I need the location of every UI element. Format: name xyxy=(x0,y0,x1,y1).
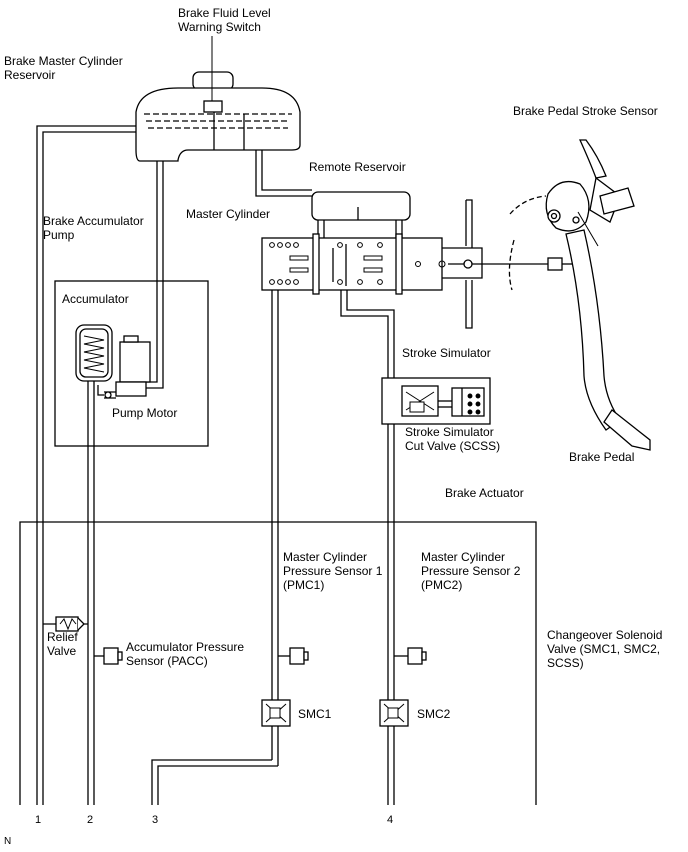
remote-to-cylinder-lines xyxy=(317,220,403,238)
brake-pedal xyxy=(448,139,651,451)
master-cylinder-to-smc2-line xyxy=(340,290,395,805)
label-fluid-level-switch: Brake Fluid Level Warning Switch xyxy=(178,6,271,34)
label-accumulator-pump: Brake Accumulator Pump xyxy=(43,214,144,242)
label-remote-reservoir: Remote Reservoir xyxy=(309,160,406,174)
master-cylinder-seals xyxy=(269,242,446,285)
label-pacc: Accumulator Pressure Sensor (PACC) xyxy=(126,640,245,668)
corner-mark: N xyxy=(4,836,12,847)
label-master-reservoir: Brake Master Cylinder Reservoir xyxy=(4,54,123,82)
label-changeover-valve: Changeover Solenoid Valve (SMC1, SMC2, S… xyxy=(547,628,663,670)
label-accumulator: Accumulator xyxy=(62,292,129,306)
accumulator-box xyxy=(54,280,209,447)
label-brake-pedal: Brake Pedal xyxy=(569,450,635,464)
reservoir-line-1 xyxy=(36,125,136,805)
label-pump-motor: Pump Motor xyxy=(112,406,178,420)
label-stroke-simulator: Stroke Simulator xyxy=(402,346,491,360)
pump-motor xyxy=(104,335,151,399)
label-smc2: SMC2 xyxy=(417,707,451,721)
label-pmc2: Master Cylinder Pressure Sensor 2 (PMC2) xyxy=(421,550,521,592)
relief-valve xyxy=(43,616,88,632)
accumulator xyxy=(75,324,113,382)
master-cylinder xyxy=(261,199,483,329)
port-label-2: 2 xyxy=(87,814,94,826)
label-pmc1: Master Cylinder Pressure Sensor 1 (PMC1) xyxy=(283,550,383,592)
port-label-4: 4 xyxy=(387,814,394,826)
master-cylinder-to-smc1-line xyxy=(151,290,279,805)
label-smc1: SMC1 xyxy=(298,707,332,721)
pmc2-sensor xyxy=(394,647,427,665)
fluid-level-switch xyxy=(203,100,223,113)
remote-reservoir xyxy=(311,191,411,221)
accumulator-to-port-2-line xyxy=(87,381,104,805)
stroke-simulator xyxy=(381,377,491,425)
label-scss-valve: Stroke Simulator Cut Valve (SCSS) xyxy=(405,425,501,453)
label-pedal-stroke-sensor: Brake Pedal Stroke Sensor xyxy=(513,104,658,118)
label-master-cylinder: Master Cylinder xyxy=(186,207,271,221)
smc2-valve xyxy=(379,699,409,727)
smc1-valve xyxy=(261,699,291,727)
port-label-1: 1 xyxy=(35,814,42,826)
brake-actuator-outline xyxy=(19,521,537,805)
port-label-3: 3 xyxy=(152,814,159,826)
reservoir-to-remote-line xyxy=(255,150,312,197)
pacc-sensor xyxy=(94,647,123,665)
master-cylinder-reservoir xyxy=(135,71,301,162)
label-brake-actuator: Brake Actuator xyxy=(445,486,524,500)
label-relief-valve: Relief Valve xyxy=(47,630,78,658)
pmc1-sensor xyxy=(278,647,309,665)
